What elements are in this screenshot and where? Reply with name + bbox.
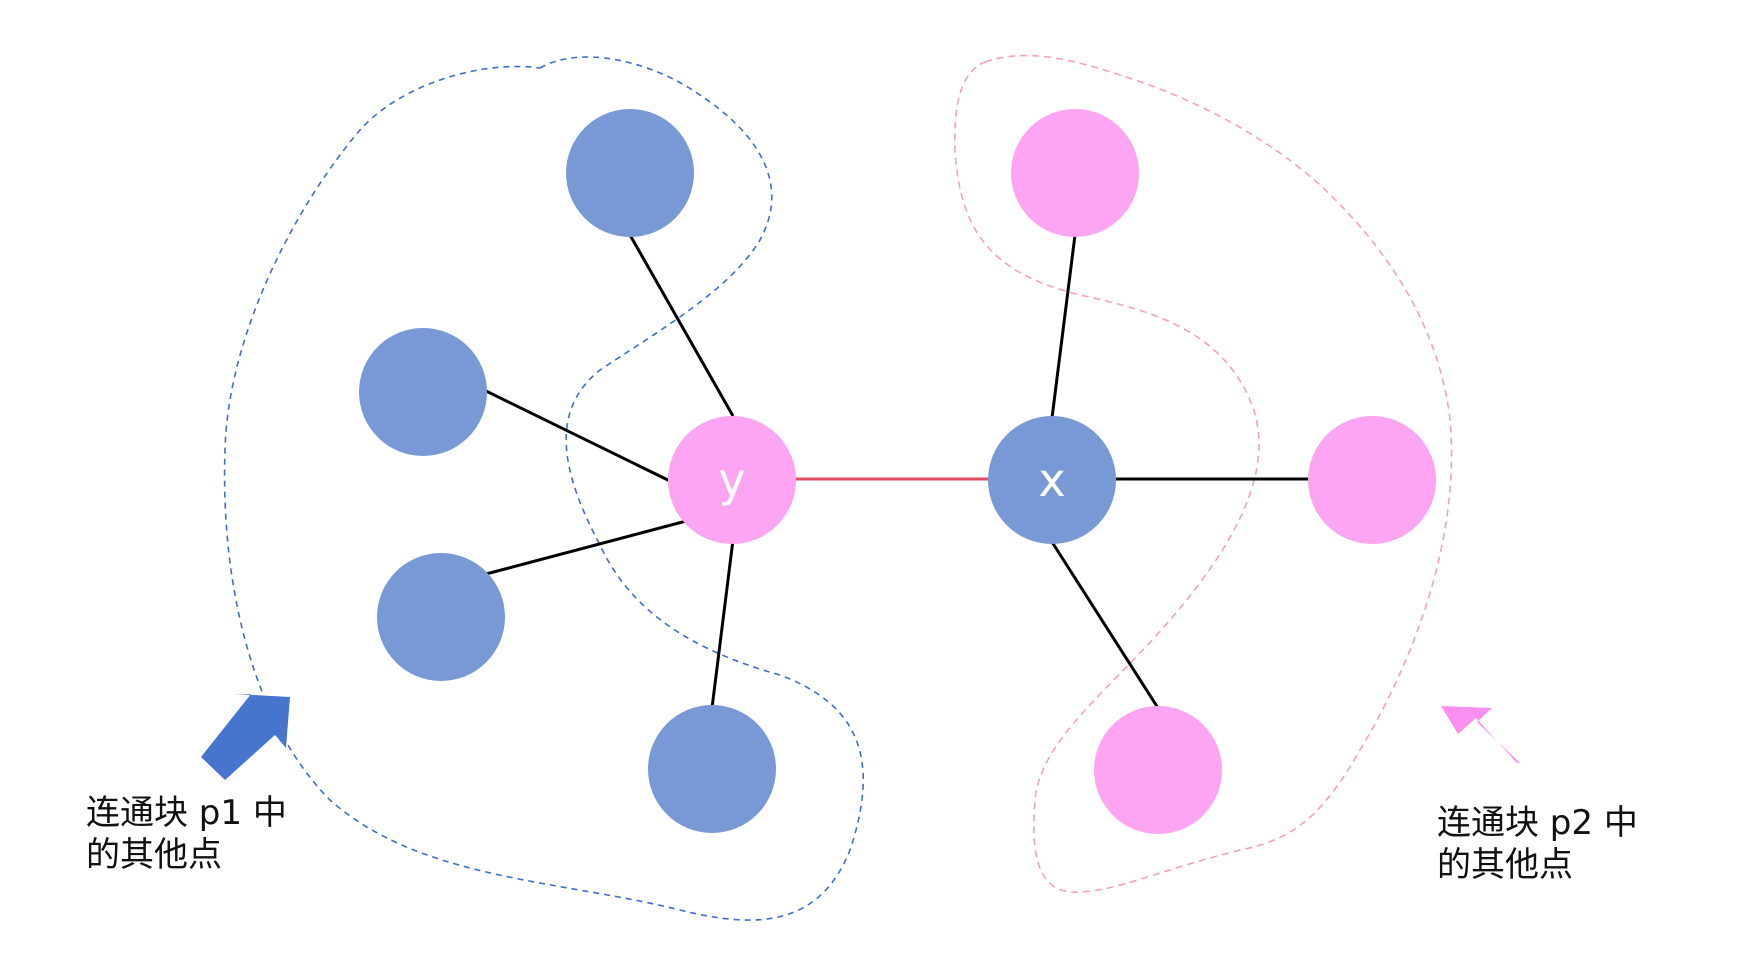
caption-p2: 连通块 p2 中 的其他点 — [1437, 802, 1638, 886]
node-y-label: y — [718, 453, 745, 507]
edge-y-blue-left-lower — [485, 518, 691, 576]
component-p2-outline — [953, 54, 1453, 893]
caption-p2-line1: 连通块 p2 中 — [1437, 803, 1638, 843]
component-p1-outline — [223, 56, 864, 921]
edge-y-blue-bottom — [710, 539, 735, 709]
node-blue-left-upper — [359, 328, 487, 456]
node-pink-top — [1011, 109, 1139, 237]
caption-p1: 连通块 p1 中 的其他点 — [86, 792, 287, 876]
caption-p1-line2: 的其他点 — [86, 835, 222, 875]
node-x-label: x — [1038, 453, 1065, 507]
node-blue-left-lower — [377, 553, 505, 681]
node-pink-right — [1308, 416, 1436, 544]
edge-x-pink-top — [1050, 234, 1077, 419]
edge-x-pink-bottom — [1050, 541, 1160, 709]
caption-p2-line2: 的其他点 — [1437, 845, 1573, 885]
arrow-pink-icon — [1441, 706, 1521, 764]
node-y — [668, 416, 796, 544]
edge-y-blue-left-upper — [483, 388, 673, 484]
arrow-blue-icon — [201, 694, 290, 780]
node-pink-bottom — [1094, 706, 1222, 834]
node-x — [988, 416, 1116, 544]
caption-p1-line1: 连通块 p1 中 — [86, 793, 287, 833]
edge-y-blue-top — [628, 234, 735, 417]
node-blue-bottom — [648, 705, 776, 833]
node-blue-top — [566, 109, 694, 237]
